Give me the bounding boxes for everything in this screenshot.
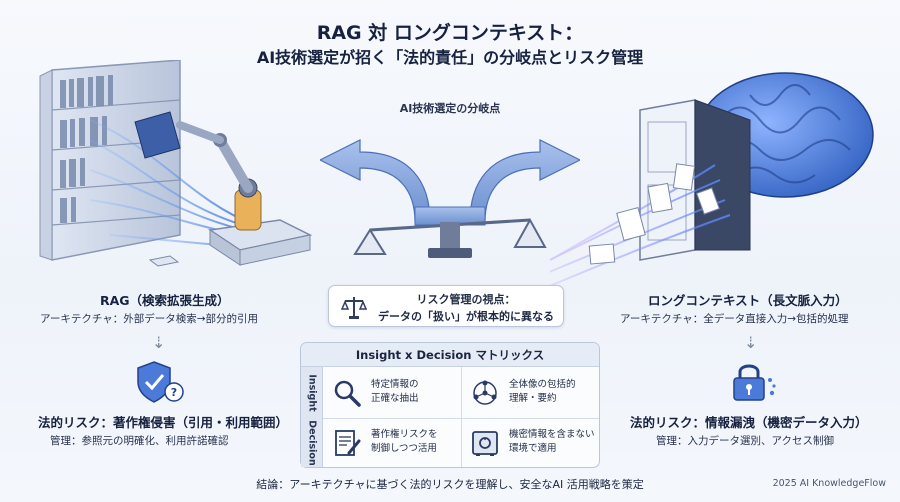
main-title: RAG 対 ロングコンテキスト：: [316, 22, 584, 44]
main-subtitle: AI技術選定が招く「法的責任」の分岐点とリスク管理: [256, 48, 644, 67]
conclusion-text: 結論：アーキテクチャに基づく法的リスクを理解し、安全なAI 活用戦略を策定: [256, 478, 644, 491]
chevron-down-icon: ⇣: [744, 333, 758, 352]
fork-label: AI技術選定の分岐点: [399, 102, 501, 115]
magnifier-icon: [334, 380, 361, 407]
rag-risk-title: 法的リスク：著作権侵害（引用・利用範囲）: [38, 415, 289, 430]
svg-text:?: ?: [171, 386, 177, 399]
matrix-title: Insight x Decision マトリックス: [301, 343, 599, 367]
matrix-cell-insight-right: 全体像の包括的 理解・要約: [463, 369, 601, 417]
network-icon: [473, 380, 497, 405]
fork-arrow-icon: [320, 139, 580, 258]
risk-view-line2: データの「扱い」が根本的に異なる: [378, 310, 554, 323]
matrix-row-decision: Decision: [301, 418, 323, 467]
lock-leak-icon: [733, 364, 776, 401]
document-pen-icon: [335, 430, 361, 456]
shield-check-icon: ?: [137, 361, 184, 403]
rag-architecture: アーキテクチャ：外部データ検索→部分的引用: [40, 313, 259, 325]
brain-door-icon: [550, 72, 874, 287]
robot-arm-library-icon: [39, 60, 313, 267]
long-context-management: 管理：入力データ選別、アクセス制御: [656, 435, 834, 447]
chevron-down-icon: ⇣: [152, 333, 166, 352]
matrix-cell-decision-left: 著作権リスクを 制御しつつ活用: [325, 419, 463, 467]
rag-title: RAG（検索拡張生成）: [100, 293, 230, 308]
risk-view-line1: リスク管理の視点：: [416, 293, 516, 306]
matrix-cell-decision-right: 機密情報を含まない 環境で適用: [463, 419, 601, 467]
balance-scale-icon: [341, 297, 367, 319]
rag-management: 管理：参照元の明確化、利用許諾確認: [50, 435, 229, 447]
risk-view-box: リスク管理の視点： データの「扱い」が根本的に異なる: [328, 285, 564, 327]
long-context-architecture: アーキテクチャ：全データ直接入力→包括的処理: [620, 313, 849, 325]
footer-credit: 2025 AI KnowledgeFlow: [772, 478, 886, 489]
insight-decision-matrix: Insight x Decision マトリックス Insight Decisi…: [300, 342, 600, 468]
matrix-row-insight: Insight: [301, 367, 323, 418]
long-context-risk-title: 法的リスク：情報漏洩（機密データ入力）: [630, 415, 868, 430]
safe-icon: [472, 431, 498, 456]
long-context-title: ロングコンテキスト（長文脈入力）: [648, 293, 848, 308]
balance-scale-graphic: [353, 217, 547, 258]
matrix-cell-insight-left: 特定情報の 正確な抽出: [325, 369, 463, 417]
